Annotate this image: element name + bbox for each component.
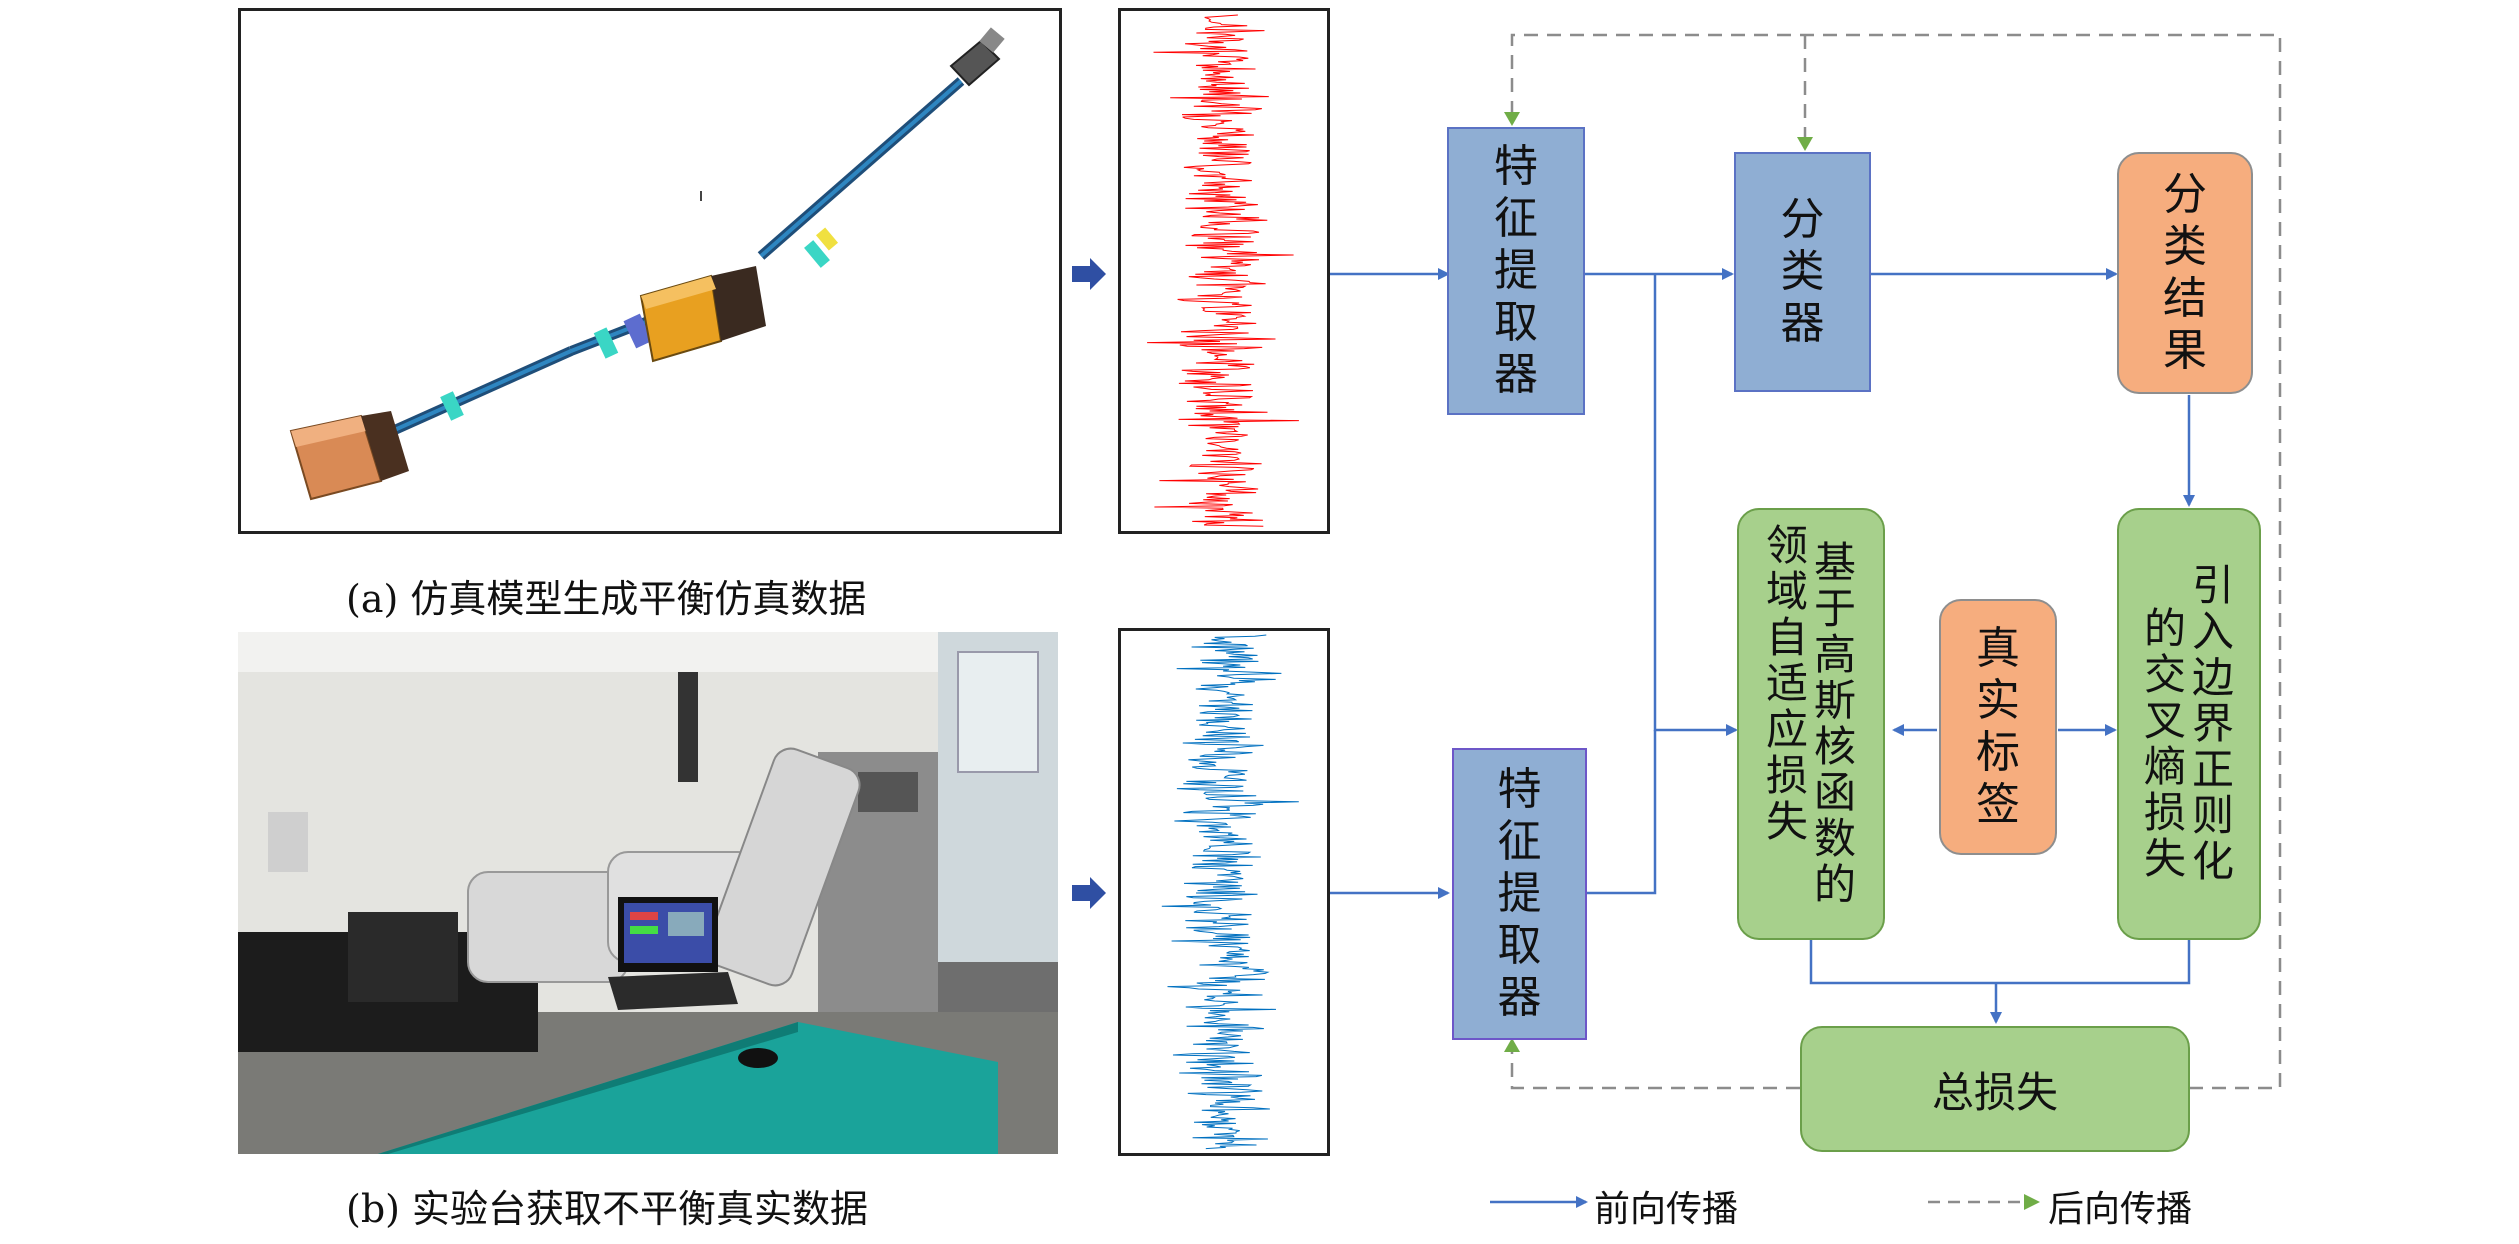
simulation-model-image xyxy=(289,27,1005,501)
total-loss-box: 总损失 xyxy=(1800,1026,2190,1152)
true-label-box: 真实标签 xyxy=(1939,599,2057,855)
real-signal-panel xyxy=(1118,628,1330,1156)
classifier-box: 分类器 xyxy=(1734,152,1871,392)
feature-extractor-top: 特征提取器 xyxy=(1447,127,1585,415)
legend-backward-label: 后向传播 xyxy=(2048,1189,2193,1230)
feature-extractor-bottom: 特征提取器 xyxy=(1452,748,1587,1040)
simulated-vibration-signal xyxy=(1147,14,1299,527)
test-bench-photo-panel xyxy=(238,632,1058,1154)
domain-adaptation-loss-box: 基于高斯核函数的 领域自适应损失 xyxy=(1737,508,1885,940)
test-bench-photo-image xyxy=(238,632,1058,1154)
caption-b: (b) 实验台获取不平衡真实数据 xyxy=(346,1187,869,1231)
classification-result-box: 分类结果 xyxy=(2117,152,2253,394)
cross-entropy-loss-box: 引入边界正则化 的交叉熵损失 xyxy=(2117,508,2261,940)
caption-a: (a) 仿真模型生成平衡仿真数据 xyxy=(346,577,867,621)
real-vibration-signal xyxy=(1161,634,1299,1150)
input-arrow-top xyxy=(1072,258,1106,290)
legend-forward-label: 前向传播 xyxy=(1594,1189,1739,1230)
simulated-signal-panel xyxy=(1118,8,1330,534)
input-arrow-bottom xyxy=(1072,877,1106,909)
simulation-model-panel xyxy=(238,8,1062,534)
